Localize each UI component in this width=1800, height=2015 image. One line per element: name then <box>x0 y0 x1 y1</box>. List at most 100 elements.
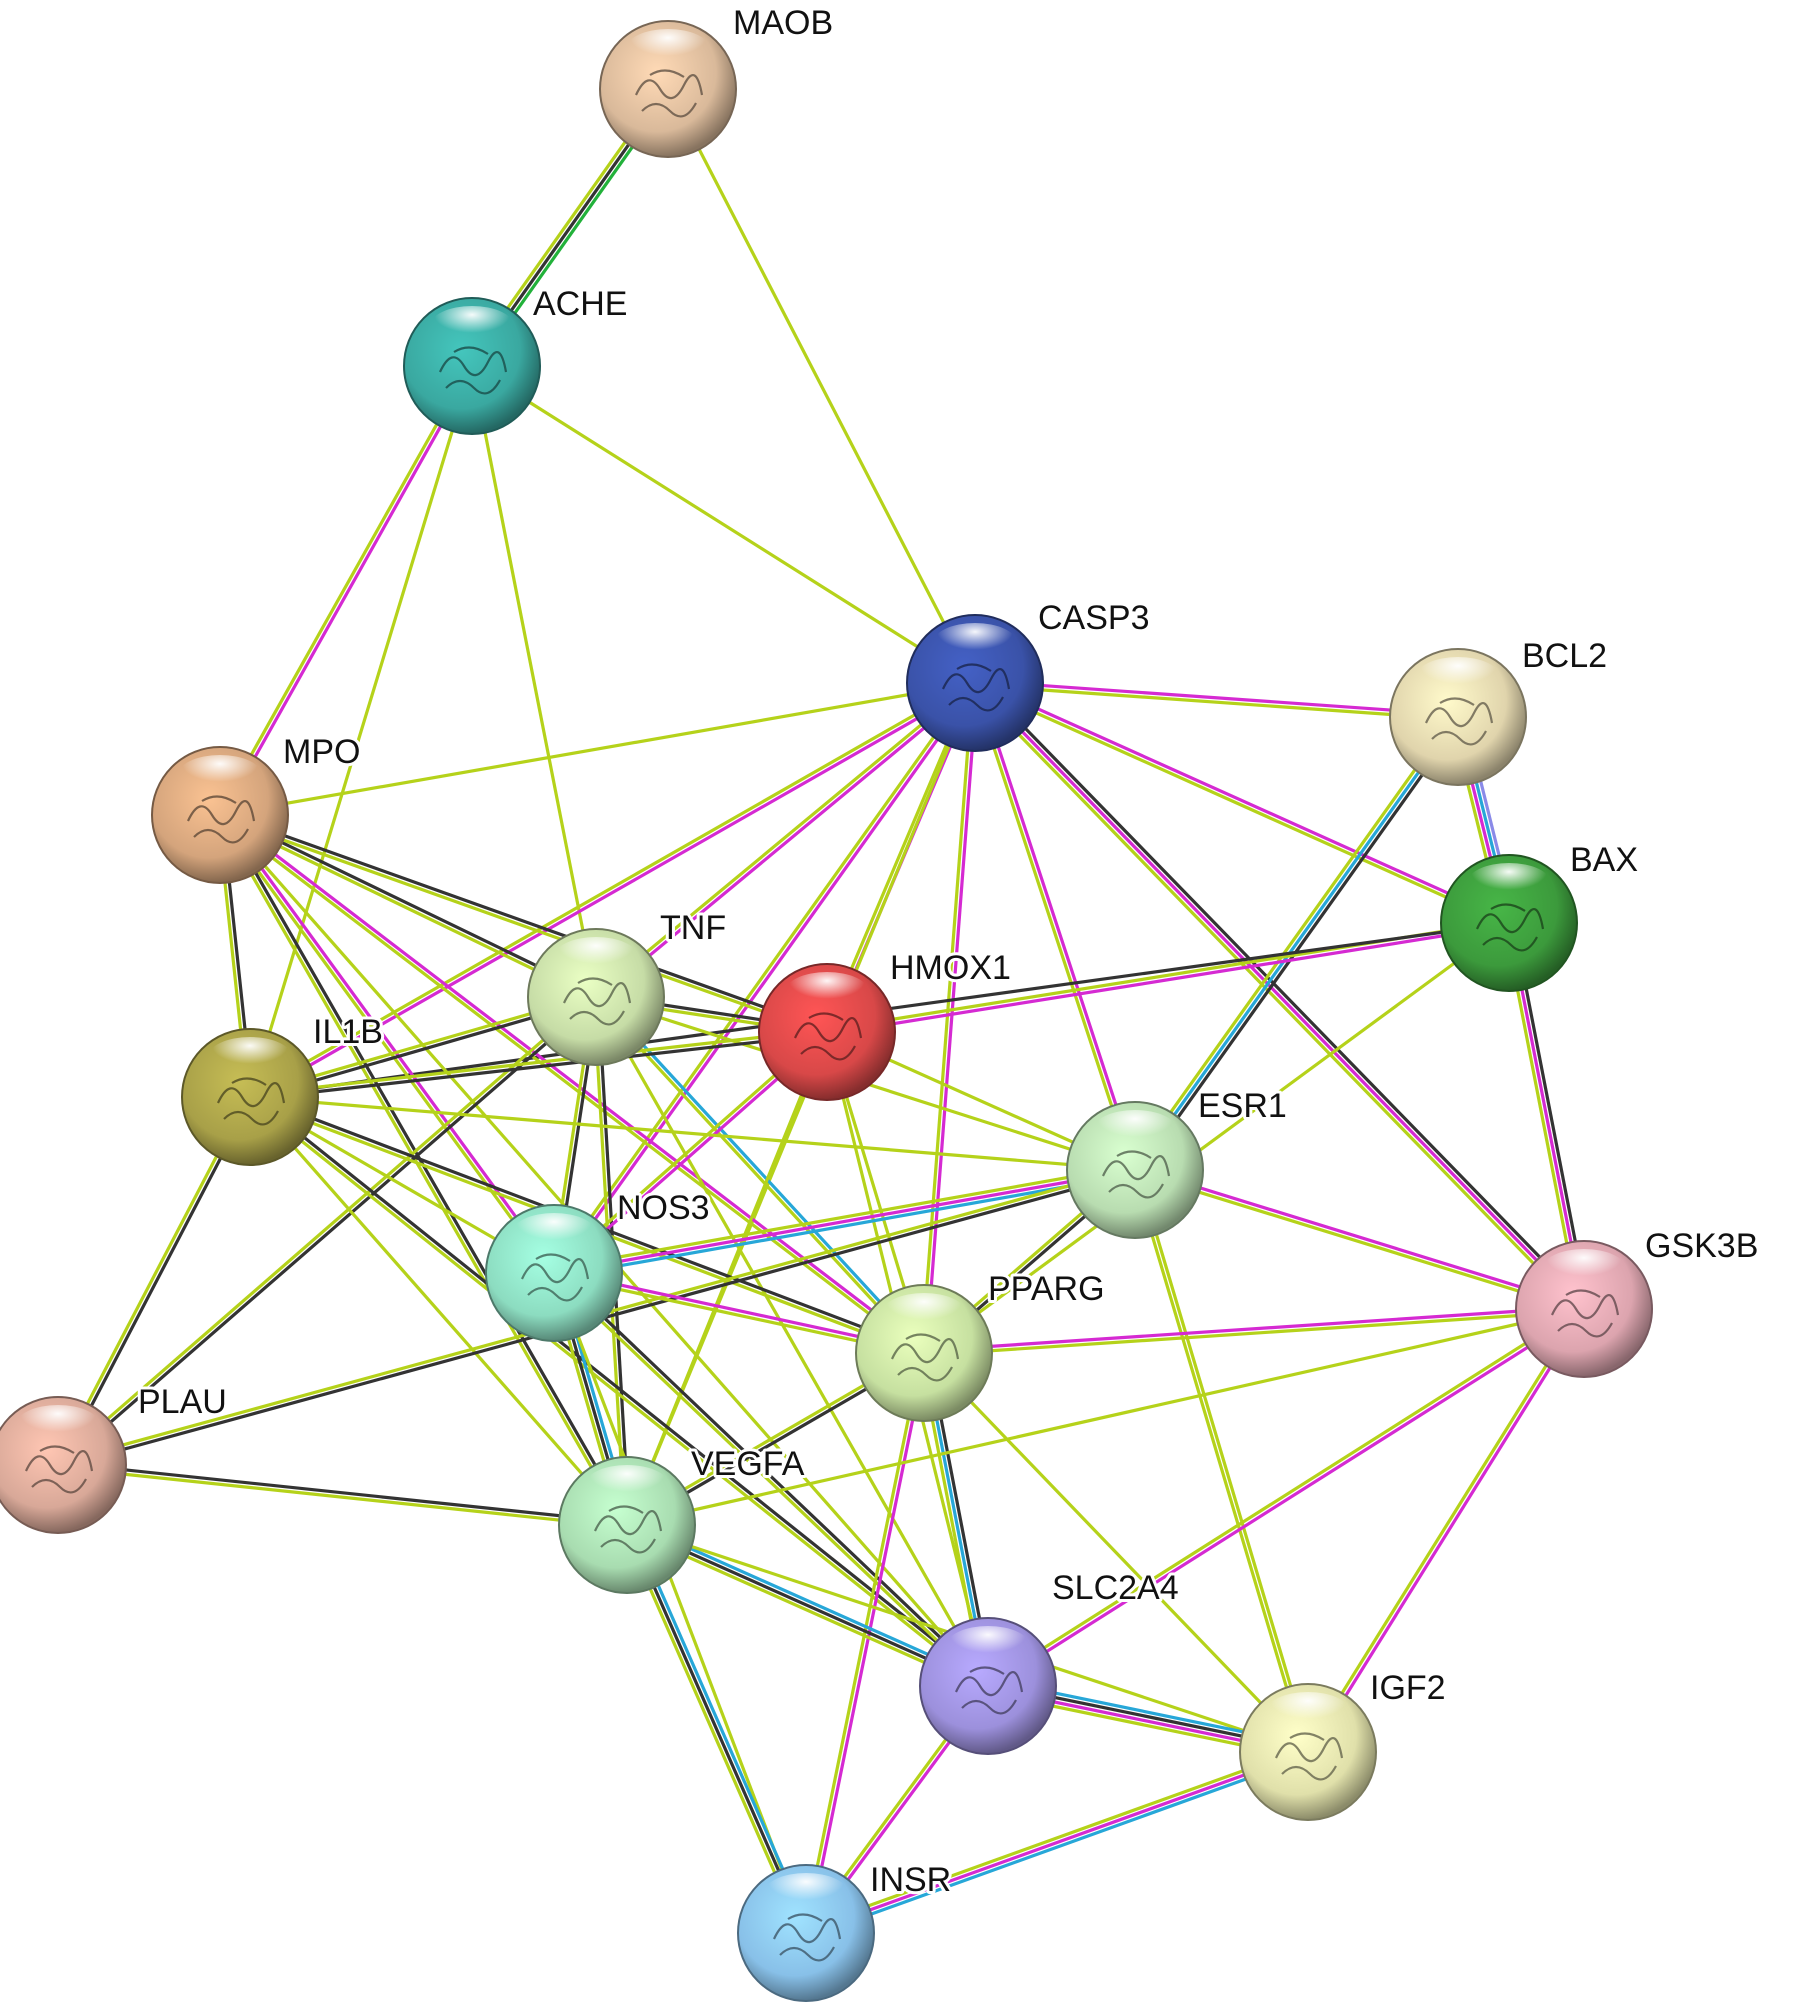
protein-structure-icon <box>955 1666 1024 1715</box>
edge-line-NOS3-SLC2A4 <box>551 1273 988 1689</box>
edge-ACHE-TNF <box>470 365 598 998</box>
node-highlight <box>430 306 514 346</box>
protein-structure-icon <box>635 69 704 118</box>
node-hmox1[interactable] <box>758 963 896 1101</box>
edge-line-VEGFA-INSR <box>621 1526 804 1936</box>
node-igf2[interactable] <box>1239 1683 1377 1821</box>
node-gsk3b[interactable] <box>1515 1240 1653 1378</box>
node-highlight <box>16 1405 100 1445</box>
node-highlight <box>785 972 869 1012</box>
edge-PPARG-INSR <box>802 1352 928 1934</box>
edge-line-CASP3-MPO <box>219 681 976 817</box>
edge-IL1B-PLAU <box>54 1095 254 1467</box>
edge-line-ESR1-IGF2 <box>1131 1170 1308 1754</box>
node-label-insr: INSR <box>870 1861 951 1899</box>
node-highlight <box>946 1626 1030 1666</box>
protein-structure-icon <box>25 1445 94 1494</box>
node-highlight <box>1416 657 1500 697</box>
edge-line-MPO-HMOX1 <box>218 815 827 1036</box>
protein-structure-icon <box>217 1077 286 1126</box>
edge-line-MPO-VEGFA <box>216 815 627 1527</box>
edge-line-PLAU-VEGFA <box>57 1465 627 1529</box>
node-vegfa[interactable] <box>558 1456 696 1594</box>
node-bcl2[interactable] <box>1389 648 1527 786</box>
edge-line-ACHE-IL1B <box>248 365 474 1098</box>
node-casp3[interactable] <box>906 614 1044 752</box>
edge-NOS3-SLC2A4 <box>551 1270 991 1689</box>
node-nos3[interactable] <box>485 1204 623 1342</box>
edge-IL1B-ESR1 <box>249 1095 1136 1172</box>
node-ache[interactable] <box>403 297 541 435</box>
edge-line-TNF-PLAU <box>58 997 599 1468</box>
node-mpo[interactable] <box>151 746 289 884</box>
edge-line-IGF2-INSR <box>805 1750 1309 1935</box>
node-label-pparg: PPARG <box>988 1270 1105 1308</box>
edge-line-CASP3-GSK3B <box>977 678 1589 1308</box>
node-slc2a4[interactable] <box>919 1617 1057 1755</box>
edge-HMOX1-IL1B <box>249 1028 828 1101</box>
edge-line-IGF2-INSR <box>806 1754 1311 1939</box>
node-label-mpo: MPO <box>283 733 360 771</box>
edge-CASP3-BCL2 <box>974 679 1459 721</box>
edge-line-PPARG-GSK3B <box>923 1309 1585 1357</box>
edge-line-MPO-PPARG <box>217 815 924 1356</box>
edge-line-ESR1-NOS3 <box>552 1164 1135 1271</box>
edge-line-GSK3B-VEGFA <box>626 1307 1585 1527</box>
edge-line-IL1B-ESR1 <box>249 1095 1136 1172</box>
node-maob[interactable] <box>599 20 737 158</box>
node-label-ache: ACHE <box>533 285 627 323</box>
edge-line-IL1B-PLAU <box>58 1097 254 1467</box>
node-tnf[interactable] <box>527 928 665 1066</box>
node-highlight <box>178 755 262 795</box>
edge-line-CASP3-BCL2 <box>974 683 1458 721</box>
edge-line-GSK3B-IGF2 <box>1308 1309 1588 1755</box>
node-highlight <box>882 1293 966 1333</box>
node-label-slc2a4: SLC2A4 <box>1052 1569 1179 1607</box>
edge-line-ESR1-GSK3B <box>1135 1166 1586 1309</box>
node-esr1[interactable] <box>1066 1101 1204 1239</box>
node-pparg[interactable] <box>855 1284 993 1422</box>
edge-line-CASP3-NOS3 <box>554 683 979 1276</box>
protein-structure-icon <box>773 1913 842 1962</box>
node-highlight <box>1093 1110 1177 1150</box>
edge-line-GSK3B-SLC2A4 <box>985 1305 1584 1686</box>
edge-line-CASP3-PPARG <box>920 682 975 1353</box>
edge-line-BAX-HMOX1 <box>827 923 1510 1036</box>
node-label-gsk3b: GSK3B <box>1645 1227 1758 1265</box>
node-plau[interactable] <box>0 1396 127 1534</box>
edge-PPARG-IGF2 <box>922 1351 1310 1754</box>
edge-line-ACHE-TNF <box>470 365 598 998</box>
edge-line-TNF-PPARG <box>593 997 924 1356</box>
edge-line-MPO-NOS3 <box>216 815 554 1276</box>
node-label-nos3: NOS3 <box>617 1189 710 1227</box>
node-highlight <box>933 623 1017 663</box>
edge-line-CASP3-NOS3 <box>550 680 975 1273</box>
protein-structure-icon <box>1425 697 1494 746</box>
edge-line-MPO-VEGFA <box>220 813 631 1525</box>
node-label-maob: MAOB <box>733 4 833 42</box>
edge-line-NOS3-SLC2A4 <box>554 1270 991 1686</box>
edge-line-IL1B-SLC2A4 <box>250 1094 991 1686</box>
node-highlight <box>1467 863 1551 903</box>
node-highlight <box>626 29 710 69</box>
edge-line-BAX-PPARG <box>923 921 1510 1355</box>
protein-structure-icon <box>563 977 632 1026</box>
edge-line-IGF2-INSR <box>803 1746 1308 1931</box>
edge-line-ACHE-MPO <box>220 366 476 817</box>
edge-GSK3B-SLC2A4 <box>985 1305 1587 1690</box>
node-insr[interactable] <box>737 1864 875 2002</box>
node-bax[interactable] <box>1440 854 1578 992</box>
nodes-layer <box>0 20 1653 2002</box>
edge-line-VEGFA-INSR <box>625 1524 808 1934</box>
node-il1b[interactable] <box>181 1028 319 1166</box>
node-highlight <box>554 937 638 977</box>
edge-ACHE-IL1B <box>248 365 474 1098</box>
node-highlight <box>764 1873 848 1913</box>
edge-line-MPO-HMOX1 <box>220 811 829 1032</box>
edge-line-IL1B-PLAU <box>54 1095 250 1465</box>
edge-ESR1-IGF2 <box>1131 1168 1312 1754</box>
edge-line-CASP3-BAX <box>975 679 1511 923</box>
protein-structure-icon <box>1102 1150 1171 1199</box>
node-highlight <box>585 1465 669 1505</box>
